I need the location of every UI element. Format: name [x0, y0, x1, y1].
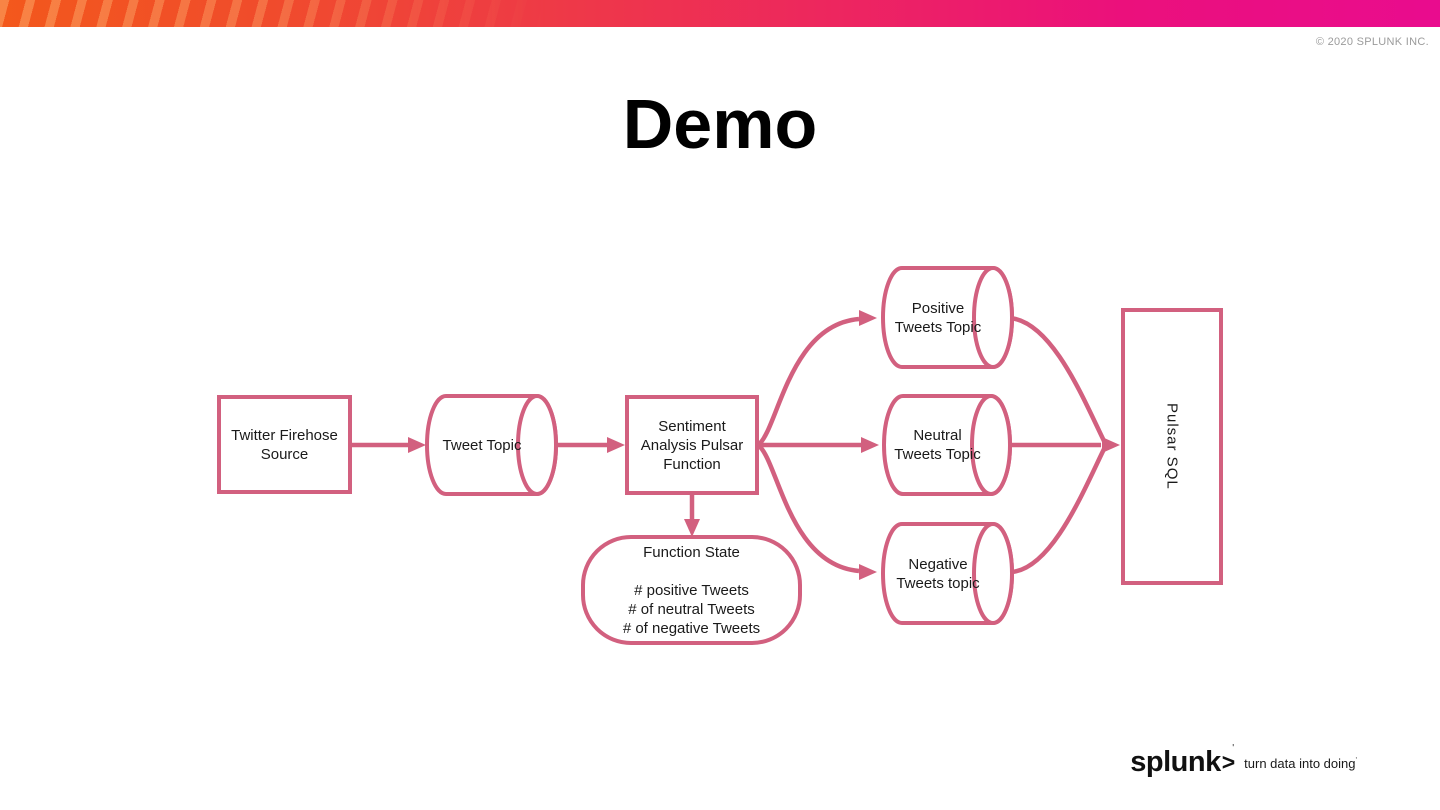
sentiment-line2: Analysis Pulsar: [640, 436, 744, 454]
negative-line1: Negative: [908, 555, 968, 573]
arrowhead-to-pulsarsql: [1102, 437, 1120, 453]
neutral-topic-label: Neutral Tweets Topic: [884, 396, 991, 494]
neutral-line2: Tweets Topic: [894, 446, 981, 463]
tweet-topic-label: Tweet Topic: [427, 396, 537, 494]
connectors: [350, 310, 1120, 580]
negative-topic-label: Negative Tweets topic: [883, 524, 993, 623]
nodes: [217, 266, 1223, 645]
arrowhead-sentiment-to-negative: [859, 564, 877, 580]
arrowhead-sentiment-to-positive: [859, 310, 877, 326]
negative-line2: Tweets topic: [896, 574, 980, 592]
copyright-text: © 2020 SPLUNK INC.: [1315, 36, 1429, 48]
arrowhead-tweettopic-to-sentiment: [607, 437, 625, 453]
sentiment-line3: Function: [663, 455, 721, 473]
slide-title: Demo: [622, 85, 818, 163]
neutral-line1: Neutral: [913, 427, 962, 444]
splunk-tagline-text: turn data into doing: [1244, 756, 1356, 771]
function-state-title: Function State: [643, 543, 740, 561]
positive-topic-cylinder-rim: [972, 266, 1014, 369]
function-state-item2: # of neutral Tweets: [628, 600, 755, 618]
sentiment-function-label: Sentiment Analysis Pulsar Function: [627, 397, 757, 493]
positive-line2: Tweets Topic: [894, 318, 982, 336]
top-gradient-bar: [0, 0, 1440, 27]
tweet-topic-line1: Tweet Topic: [442, 436, 522, 454]
function-state-item3: # of negative Tweets: [622, 619, 761, 637]
positive-line1: Positive: [911, 299, 965, 317]
splunk-chevron-wrap: ' >: [1221, 743, 1236, 775]
diagonal-stripes-decoration: [0, 0, 1440, 27]
splunk-spark-mark: ': [1232, 742, 1235, 754]
splunk-wordmark: splunk: [1130, 746, 1221, 778]
twitter-source-line1: Twitter Firehose: [231, 426, 338, 444]
pulsar-sql-text: Pulsar SQL: [1163, 403, 1181, 490]
arrowhead-twitter-to-tweettopic: [408, 437, 426, 453]
function-state-item1: # positive Tweets: [634, 581, 749, 599]
arrowhead-sentiment-to-neutral: [861, 437, 879, 453]
curve-sentiment-to-negative: [756, 443, 860, 574]
tagline-trademark: ': [1355, 756, 1357, 765]
twitter-source-label: Twitter Firehose Source: [219, 397, 350, 492]
pulsar-sql-label: Pulsar SQL: [1123, 310, 1221, 583]
sentiment-function-box: [625, 395, 759, 495]
function-state-label: Function State # positive Tweets # of ne…: [583, 537, 800, 643]
splunk-logo: splunk ' > turn data into doing': [1130, 743, 1357, 778]
curve-positive-to-pulsarsql: [1009, 315, 1107, 442]
tweet-topic-cylinder-rim: [516, 394, 558, 496]
curve-sentiment-to-positive: [756, 316, 860, 447]
splunk-chevron-icon: >: [1221, 748, 1236, 775]
neutral-topic-cylinder-rim: [970, 394, 1012, 496]
arrowhead-sentiment-to-functionstate: [684, 519, 700, 537]
function-state-stadium: [581, 535, 802, 645]
twitter-source-box: [217, 395, 352, 494]
twitter-source-line2: Source: [260, 445, 309, 463]
splunk-tagline: turn data into doing': [1244, 756, 1357, 771]
curve-negative-to-pulsarsql: [1011, 448, 1107, 575]
positive-topic-label: Positive Tweets Topic: [883, 268, 993, 367]
sentiment-line1: Sentiment: [658, 417, 726, 435]
pulsar-sql-box: [1121, 308, 1223, 585]
negative-topic-cylinder-rim: [972, 522, 1014, 625]
